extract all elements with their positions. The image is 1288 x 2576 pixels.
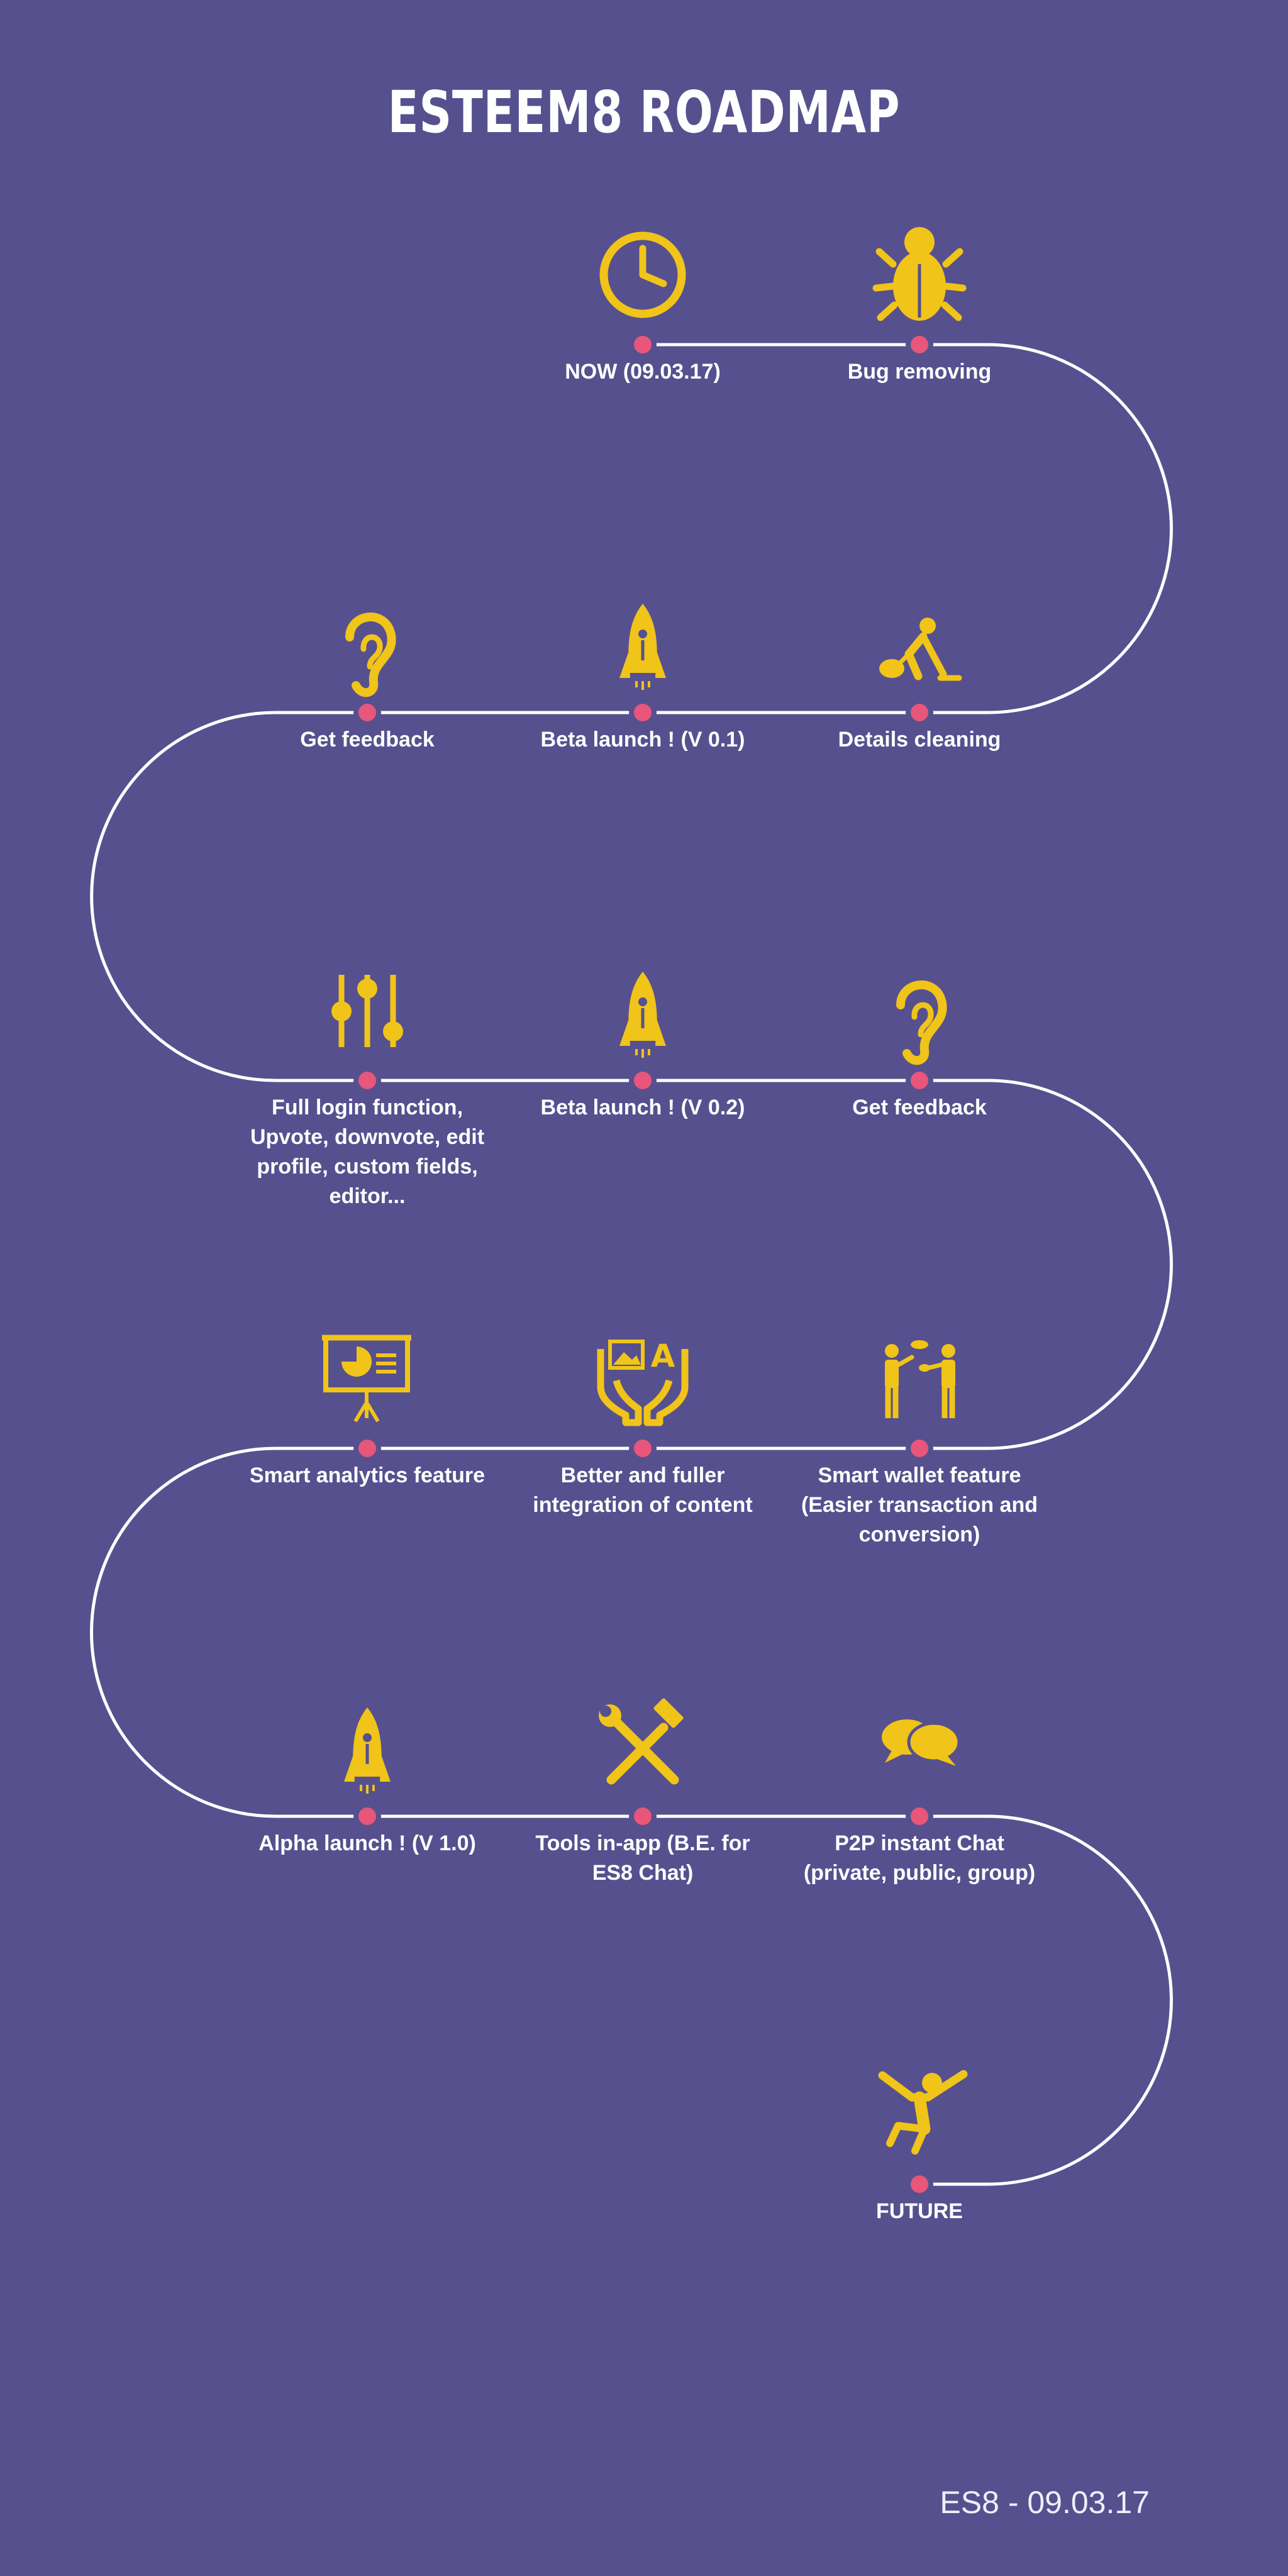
hands-media-icon: A [597, 1338, 689, 1426]
milestone-dot [911, 336, 928, 353]
milestone-label: Get feedback [852, 1096, 987, 1119]
milestone-label: Full login function, Upvote, downvote, e… [250, 1096, 485, 1208]
milestone-label: Beta launch ! (V 0.2) [540, 1096, 745, 1119]
milestone-dot [911, 1807, 928, 1825]
milestone-dot [634, 336, 652, 353]
milestone-label: Get feedback [300, 728, 435, 752]
sliders-icon [331, 975, 403, 1047]
milestone-label: Details cleaning [838, 728, 1001, 752]
milestone-label: FUTURE [876, 2199, 963, 2223]
milestone-dot [911, 2175, 928, 2193]
milestone-dot [358, 1072, 376, 1089]
roadmap-path [90, 343, 1173, 2186]
milestone-label: Tools in-app (B.E. for ES8 Chat) [535, 1831, 750, 1885]
clock-icon [599, 231, 686, 318]
page-title: ESTEEM8 ROADMAP [387, 79, 901, 146]
milestone-dot [358, 704, 376, 721]
milestone-dot [634, 704, 652, 721]
milestone-label: NOW (09.03.17) [565, 360, 721, 384]
milestone-label: Smart analytics feature [249, 1463, 486, 1487]
jumping-person-icon [878, 2070, 968, 2155]
footer-text: ES8 - 09.03.17 [940, 2485, 1150, 2520]
milestone-label: P2P instant Chat (private, public, group… [803, 1831, 1036, 1885]
milestone-dot [358, 1440, 376, 1457]
milestone-dot [634, 1072, 652, 1089]
vacuum-cleaning-icon [879, 618, 962, 681]
presentation-icon [322, 1335, 411, 1423]
milestone-dot [634, 1807, 652, 1825]
milestone-dot [911, 1072, 928, 1089]
milestone-label: Smart wallet feature (Easier transaction… [801, 1463, 1038, 1546]
tools-icon [599, 1698, 684, 1785]
ear-icon [345, 613, 396, 697]
svg-text:A: A [651, 1338, 675, 1374]
rocket-icon [619, 972, 666, 1058]
rocket-icon [619, 604, 666, 690]
milestone-dot [911, 1440, 928, 1457]
chat-bubbles-icon [882, 1719, 961, 1766]
exchange-people-icon [885, 1340, 955, 1418]
milestone-dots [353, 331, 933, 2198]
milestone-dot [634, 1440, 652, 1457]
milestone-label: Bug removing [847, 360, 992, 384]
milestone-label: Beta launch ! (V 0.1) [540, 728, 745, 752]
milestone-dot [911, 704, 928, 721]
ear-icon [896, 980, 947, 1065]
bug-icon [872, 227, 967, 321]
milestone-label: Alpha launch ! (V 1.0) [258, 1831, 476, 1855]
rocket-icon [344, 1707, 391, 1794]
milestone-dot [358, 1807, 376, 1825]
milestone-label: Better and fuller integration of content [533, 1463, 753, 1517]
